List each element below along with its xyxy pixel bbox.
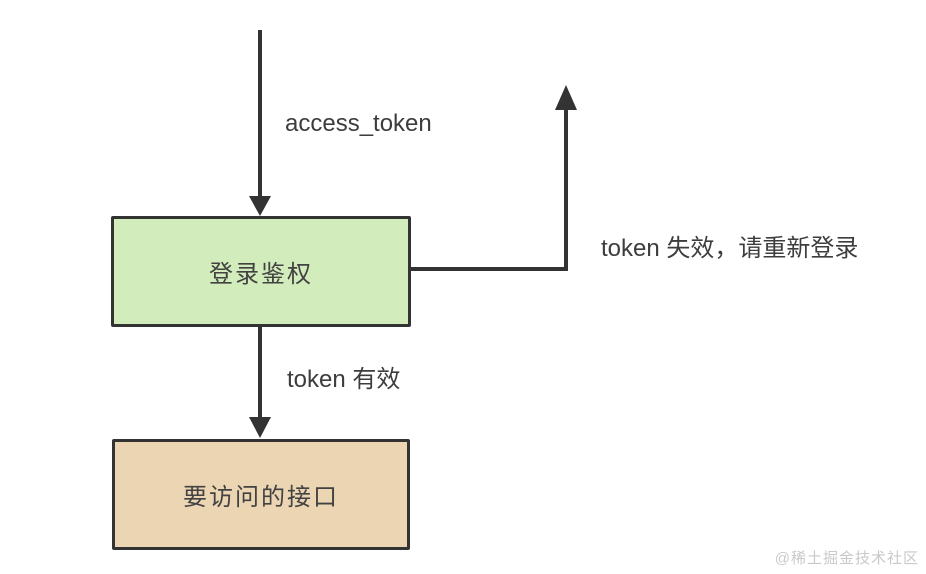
arrowhead-down-access-token bbox=[249, 196, 271, 216]
edge-label-access-token: access_token bbox=[285, 110, 432, 137]
edge-line-token-invalid bbox=[411, 106, 568, 271]
node-login-auth: 登录鉴权 bbox=[111, 216, 411, 327]
edge-label-token-valid: token 有效 bbox=[287, 366, 401, 393]
node-target-api: 要访问的接口 bbox=[112, 439, 410, 550]
node-login-auth-label: 登录鉴权 bbox=[209, 261, 313, 288]
arrowhead-down-token-valid bbox=[249, 417, 271, 438]
node-target-api-label: 要访问的接口 bbox=[183, 484, 339, 511]
watermark: @稀土掘金技术社区 bbox=[774, 550, 919, 567]
edge-label-token-invalid: token 失效，请重新登录 bbox=[601, 235, 859, 262]
arrowhead-up-token-invalid bbox=[555, 85, 577, 110]
